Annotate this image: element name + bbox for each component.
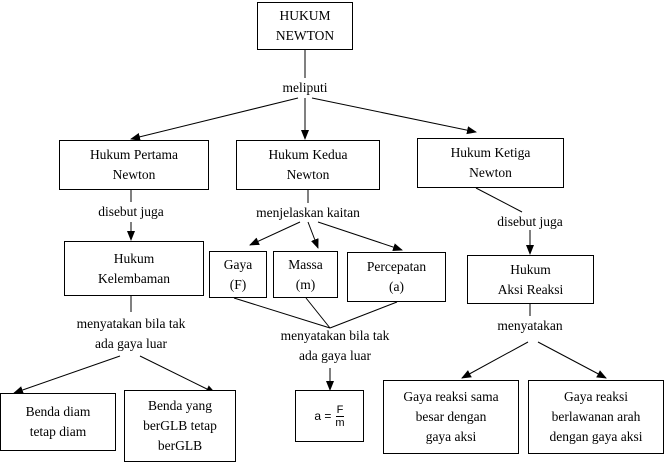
root-node: HUKUM NEWTON <box>257 2 353 50</box>
law2-formula-node: a = F m <box>295 390 364 442</box>
arrow-to-massa <box>307 221 319 249</box>
arrow-to-benda-glb <box>139 355 216 394</box>
law3-title-line2: Newton <box>469 165 512 180</box>
law1-statement-line1: menyatakan bila tak <box>76 316 186 331</box>
law1-outcome-2-line3: berGLB <box>157 438 203 453</box>
law1-statement: menyatakan bila tak ada gaya luar <box>46 314 216 354</box>
line-massa-menyatakan <box>305 297 331 329</box>
law1-title-line1: Hukum Pertama <box>89 147 179 162</box>
arrow-to-gaya-reaksi-berlawanan <box>537 341 607 379</box>
law2-quantity-massa-line1: Massa <box>288 256 323 272</box>
law3-title-line1: Hukum Ketiga <box>450 145 531 160</box>
law1-title-line2: Newton <box>112 167 156 182</box>
law2-quantity-massa: Massa (m) <box>273 251 338 298</box>
law1-connector: disebut juga <box>98 204 164 219</box>
law1-statement-line2: ada gaya luar <box>95 336 167 351</box>
law3-outcome-1-line3: gaya aksi <box>425 429 477 444</box>
law3-outcome-1-line2: besar dengan <box>415 409 487 424</box>
law1-alias-line2: Kelembaman <box>98 270 170 286</box>
law2-quantity-massa-line2: (m) <box>295 276 316 292</box>
arrow-to-gaya-reaksi-sama <box>461 341 529 379</box>
law1-outcome-2: Benda yang berGLB tetap berGLB <box>124 390 236 462</box>
formula-numerator: F <box>335 403 345 417</box>
law2-quantity-percepatan-line1: Percepatan <box>366 259 427 274</box>
law3-alias-node: Hukum Aksi Reaksi <box>467 255 594 304</box>
law1-outcome-2-line1: Benda yang <box>147 398 213 413</box>
law1-outcome-1: Benda diam tetap diam <box>0 393 116 451</box>
arrow-to-gaya <box>249 221 301 246</box>
law3-outcome-2-line3: dengan gaya aksi <box>549 429 643 444</box>
law2-title-line2: Newton <box>286 167 330 182</box>
law1-outcome-2-line2: berGLB tetap <box>143 418 217 433</box>
root-line1: HUKUM <box>279 8 331 23</box>
arrow-to-law3 <box>311 97 477 135</box>
law3-outcome-2-line2: berlawanan arah <box>551 409 641 424</box>
arrow-to-benda-diam <box>13 355 121 394</box>
law2-quantity-gaya-line1: Gaya <box>223 256 253 272</box>
arrow-to-percepatan <box>317 221 403 251</box>
law2-node: Hukum Kedua Newton <box>236 140 380 190</box>
formula-fraction: F m <box>335 404 344 429</box>
law1-alias-line1: Hukum <box>113 250 155 266</box>
law2-statement-line1: menyatakan bila tak <box>280 328 390 343</box>
law2-quantity-percepatan-line2: (a) <box>389 279 404 294</box>
arrow-to-law1 <box>130 97 299 141</box>
formula-lhs: a = <box>314 409 332 423</box>
line-percepatan-menyatakan <box>329 301 398 329</box>
law2-connector: menjelaskan kaitan <box>256 205 360 220</box>
law1-node: Hukum Pertama Newton <box>59 140 209 190</box>
law2-quantity-gaya: Gaya (F) <box>209 251 267 298</box>
law2-statement: menyatakan bila tak ada gaya luar <box>250 326 420 366</box>
law1-outcome-1-line1: Benda diam <box>25 404 91 419</box>
law2-statement-line2: ada gaya luar <box>299 348 371 363</box>
root-line2: NEWTON <box>275 28 335 43</box>
line-law3-disebut <box>475 187 523 213</box>
law3-outcome-2: Gaya reaksi berlawanan arah dengan gaya … <box>528 380 664 454</box>
law3-outcome-2-line1: Gaya reaksi <box>563 389 629 404</box>
law3-connector: disebut juga <box>497 214 563 229</box>
law1-outcome-1-line2: tetap diam <box>29 424 87 439</box>
law2-quantity-percepatan: Percepatan (a) <box>347 252 446 302</box>
law3-statement: menyatakan <box>497 318 563 333</box>
law3-node: Hukum Ketiga Newton <box>417 138 564 188</box>
law3-alias-line2: Aksi Reaksi <box>497 281 564 297</box>
law2-quantity-gaya-line2: (F) <box>229 276 247 292</box>
law1-alias-node: Hukum Kelembaman <box>64 241 204 296</box>
formula-denominator: m <box>335 416 345 429</box>
law3-alias-line1: Hukum <box>510 261 551 277</box>
line-gaya-menyatakan <box>233 297 331 329</box>
law2-title-line1: Hukum Kedua <box>268 147 348 162</box>
law3-outcome-1-line1: Gaya reaksi sama <box>403 389 499 404</box>
law3-outcome-1: Gaya reaksi sama besar dengan gaya aksi <box>383 380 519 454</box>
connector-meliputi: meliputi <box>282 80 328 95</box>
